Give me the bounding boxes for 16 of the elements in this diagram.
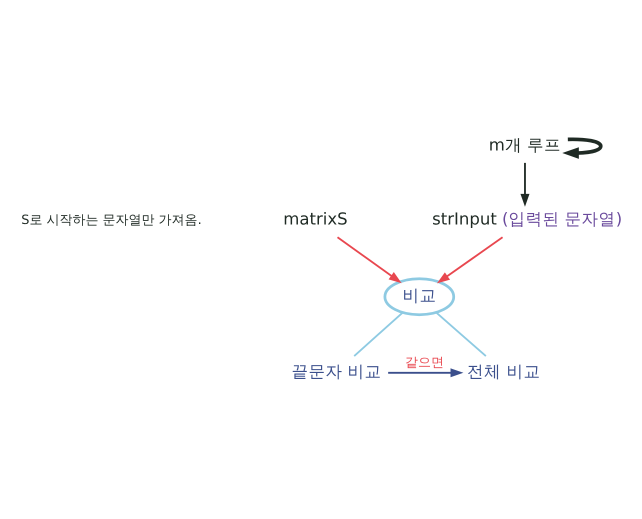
label: S로 시작하는 문자열만 가져옴. (21, 213, 202, 228)
node-text: matrixS (283, 210, 348, 229)
node-ellipse: 비교 (384, 277, 456, 316)
arrow (436, 236, 504, 284)
node-text: 끝문자 비교 (291, 362, 382, 381)
connector (354, 312, 404, 357)
arrow (388, 368, 464, 378)
node-text: strInput (432, 210, 497, 229)
node-text: m개 루프 (488, 135, 562, 154)
edge-label: 같으면 (404, 356, 444, 371)
connector (436, 312, 486, 357)
arrow (562, 138, 603, 159)
arrow (336, 236, 402, 284)
node-text: 전체 비교 (467, 362, 540, 381)
arrow (520, 162, 530, 207)
node-label: (입력된 문자열) (502, 210, 622, 229)
